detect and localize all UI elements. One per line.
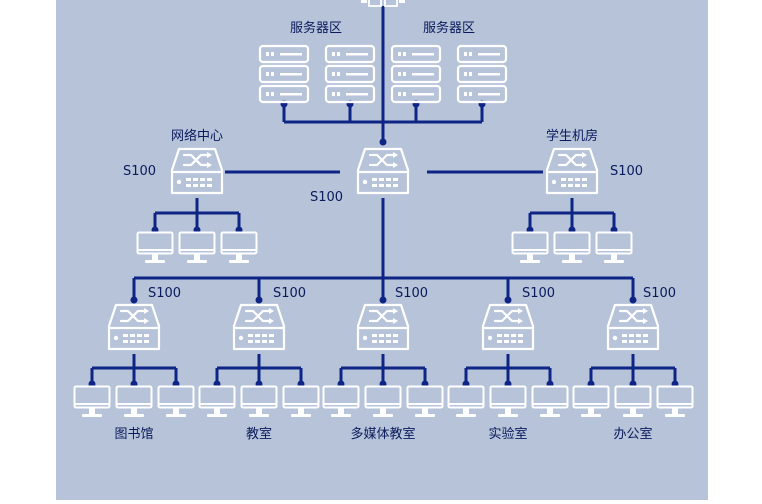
multimedia-switch-model: S100 <box>395 286 428 301</box>
library-switch-model: S100 <box>148 286 181 301</box>
office-switch-model: S100 <box>643 286 676 301</box>
server-zone-right-label: 服务器区 <box>423 20 475 36</box>
laboratory-label: 实验室 <box>488 426 527 442</box>
core-switch-model: S100 <box>310 190 343 205</box>
network-center-switch-model: S100 <box>123 164 156 179</box>
laboratory-switch-model: S100 <box>522 286 555 301</box>
student-lab-switch-model: S100 <box>610 164 643 179</box>
office-label: 办公室 <box>613 426 652 442</box>
library-label: 图书馆 <box>114 427 153 442</box>
multimedia-classroom-label: 多媒体教室 <box>350 426 415 442</box>
classroom-switch-model: S100 <box>273 286 306 301</box>
classroom-label: 教室 <box>246 426 272 442</box>
server-rack-icon <box>324 44 376 104</box>
server-rack-icon <box>456 44 508 104</box>
server-rack-icon <box>390 44 442 104</box>
cloud-icon <box>361 0 405 7</box>
network-center-label: 网络中心 <box>171 128 223 144</box>
server-zone-left-label: 服务器区 <box>290 20 342 36</box>
server-rack-icon <box>258 44 310 104</box>
student-lab-label: 学生机房 <box>546 128 598 144</box>
